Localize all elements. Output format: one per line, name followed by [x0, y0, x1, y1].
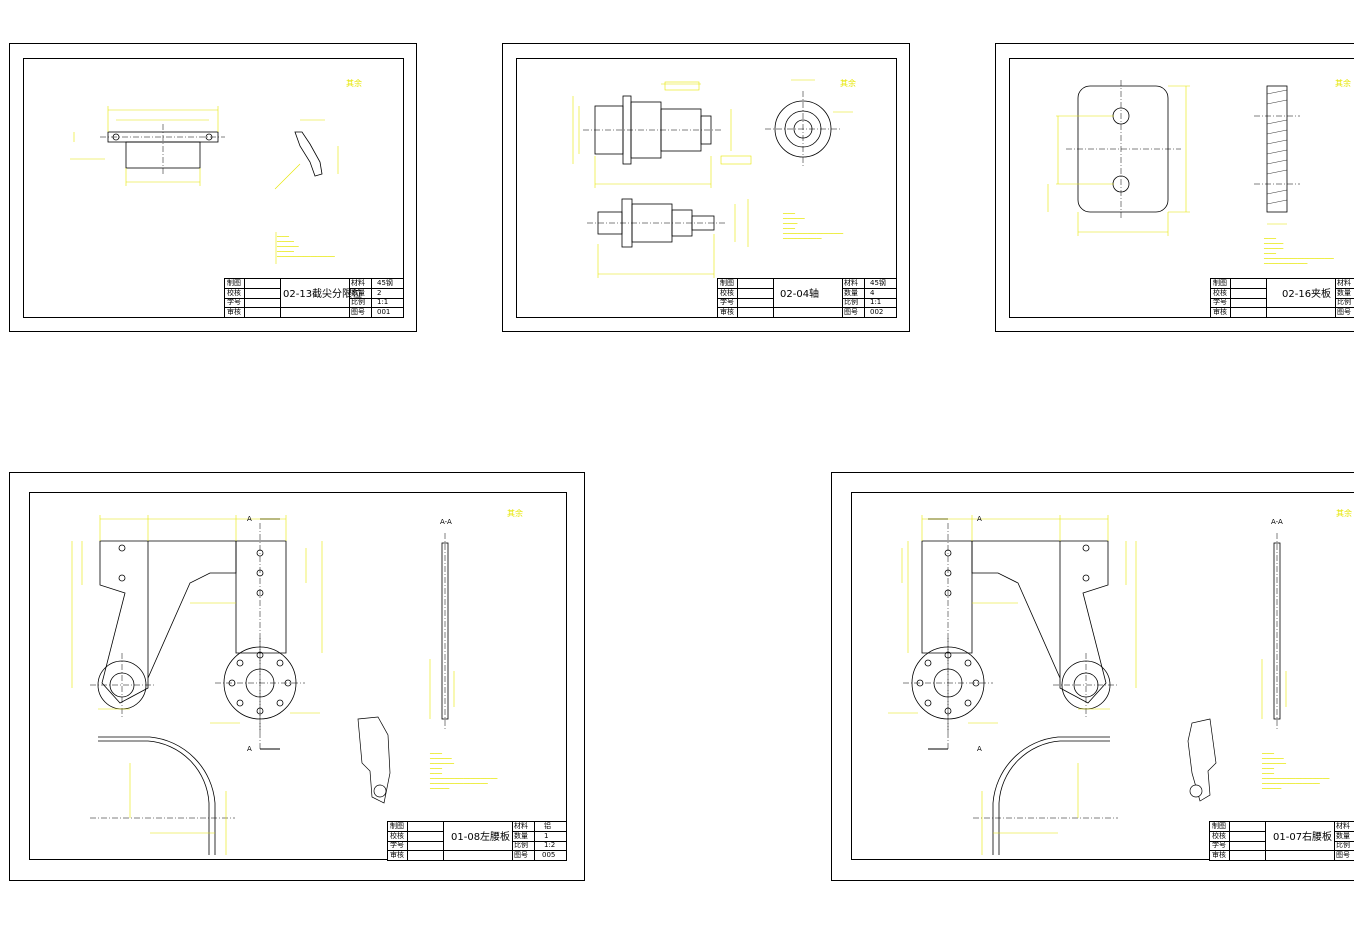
label-scale: 比例 — [514, 841, 528, 849]
value-qty: 4 — [870, 289, 875, 297]
cut-mark-top: A — [977, 515, 982, 523]
title-block: 制图 校核 学号 审核 01-07右腰板 材料 数量 比例 图号 — [1209, 821, 1354, 861]
value-number: 001 — [377, 308, 391, 316]
cut-mark-top: A — [247, 515, 252, 523]
label-qty: 数量 — [514, 832, 528, 840]
roughness-note: 其余 — [1336, 509, 1352, 518]
drawing-frame — [23, 58, 404, 318]
title-block: 制图 校核 学号 审核 02-16夹板 材料 数量 比例 图号 — [1210, 278, 1354, 318]
label-material: 材料 — [844, 279, 858, 287]
part-drawing-right-waist-plate — [888, 515, 1287, 855]
value-material: 铝 — [544, 822, 551, 830]
label-student: 学号 — [720, 298, 734, 306]
part-title: 02-13截尖分限位 — [283, 289, 363, 300]
tech-notes: ━━━━━━━━━━━━━━━━━━━━━━━━━━━━━━━━━━━━━━━━… — [430, 751, 498, 791]
label-number: 图号 — [351, 308, 365, 316]
label-student: 学号 — [227, 298, 241, 306]
title-block: 制图 校核 学号 审核 02-13截尖分限位 材料 45钢 数量 2 比例 1:… — [224, 278, 404, 318]
drawing-sheet-3[interactable]: 其余 ━━━━━━━━━━━━━━━━━━━━━━━━━━━━━━━━━━━━━… — [995, 43, 1354, 332]
label-review: 审核 — [1212, 851, 1226, 859]
drawing-sheet-2[interactable]: 其余 ━━━━━━━━━━━━━━━━━━━━━━━━━━━━━━━━━━━━━… — [502, 43, 910, 332]
label-review: 审核 — [390, 851, 404, 859]
drawing-frame — [29, 492, 567, 860]
label-number: 图号 — [844, 308, 858, 316]
part-title: 01-08左腰板 — [451, 832, 511, 843]
value-qty: 1 — [544, 832, 549, 840]
label-material: 材料 — [514, 822, 528, 830]
label-scale: 比例 — [844, 298, 858, 306]
cut-mark-bottom: A — [977, 745, 982, 753]
value-number: 005 — [542, 851, 556, 859]
tech-notes: ━━━━━━━━━━━━━━━━━━━━━━━━━━━━━━━━━━━━━━━━… — [1264, 236, 1334, 266]
label-number: 图号 — [1336, 851, 1350, 859]
drawing-sheet-1[interactable]: 其余 ━━━━━━━━━━━━━━━━━━━━━━━━━━━━━━━━━━━━━… — [9, 43, 417, 332]
cut-mark-bottom: A — [247, 745, 252, 753]
label-qty: 数量 — [844, 289, 858, 297]
drawing-frame — [516, 58, 897, 318]
tech-notes: ━━━━━━━━━━━━━━━━━━━━━━━━━━━━━━━━━━━━━━━━… — [783, 211, 844, 241]
tech-notes: ━━━━━━━━━━━━━━━━━━━━━━━━━━━━━━━━━━━━━━━━… — [277, 234, 335, 259]
drawing-sheet-4[interactable]: A-A A A 其余 ━━━━━━━━━━━━━━━━━━━━━━━━━━━━━… — [9, 472, 585, 881]
roughness-note: 其余 — [1335, 79, 1351, 88]
value-scale: 1:2 — [544, 841, 556, 849]
label-check: 校核 — [227, 289, 241, 297]
section-label: A-A — [440, 518, 452, 526]
label-drawn: 制图 — [227, 279, 241, 287]
part-drawing-limit-block — [70, 106, 339, 264]
label-drawn: 制图 — [390, 822, 404, 830]
drawing-frame — [851, 492, 1354, 860]
label-material: 材料 — [1337, 279, 1351, 287]
label-number: 图号 — [1337, 308, 1351, 316]
part-title: 02-04轴 — [780, 289, 820, 300]
value-number: 002 — [870, 308, 884, 316]
part-title: 02-16夹板 — [1282, 289, 1332, 300]
label-student: 学号 — [1213, 298, 1227, 306]
label-scale: 比例 — [1336, 841, 1350, 849]
label-number: 图号 — [514, 851, 528, 859]
roughness-note: 其余 — [346, 79, 362, 88]
section-label: A-A — [1271, 518, 1283, 526]
label-drawn: 制图 — [720, 279, 734, 287]
part-drawing-clamp-plate — [1047, 80, 1300, 236]
label-qty: 数量 — [1336, 832, 1350, 840]
label-student: 学号 — [1212, 841, 1226, 849]
title-block: 制图 校核 学号 审核 01-08左腰板 材料 铝 数量 1 比例 1:2 图号… — [387, 821, 567, 861]
tech-notes: ━━━━━━━━━━━━━━━━━━━━━━━━━━━━━━━━━━━━━━━━… — [1262, 751, 1330, 791]
value-scale: 1:1 — [377, 298, 389, 306]
value-material: 45钢 — [377, 279, 393, 287]
label-material: 材料 — [1336, 822, 1350, 830]
label-drawn: 制图 — [1212, 822, 1226, 830]
drawing-sheet-5[interactable]: A-A A A 其余 ━━━━━━━━━━━━━━━━━━━━━━━━━━━━━… — [831, 472, 1354, 881]
value-qty: 2 — [377, 289, 382, 297]
label-scale: 比例 — [1337, 298, 1351, 306]
label-check: 校核 — [1212, 832, 1226, 840]
roughness-note: 其余 — [840, 79, 856, 88]
label-material: 材料 — [351, 279, 365, 287]
drawing-frame — [1009, 58, 1354, 318]
label-scale: 比例 — [351, 298, 365, 306]
title-block: 制图 校核 学号 审核 02-04轴 材料 45钢 数量 4 比例 1:1 图号… — [717, 278, 897, 318]
label-check: 校核 — [720, 289, 734, 297]
label-check: 校核 — [390, 832, 404, 840]
part-drawing-shaft — [572, 79, 853, 278]
part-drawing-left-waist-plate — [71, 515, 455, 855]
part-title: 01-07右腰板 — [1273, 832, 1333, 843]
label-review: 审核 — [1213, 308, 1227, 316]
label-qty: 数量 — [351, 289, 365, 297]
roughness-note: 其余 — [507, 509, 523, 518]
label-qty: 数量 — [1337, 289, 1351, 297]
value-material: 45钢 — [870, 279, 886, 287]
label-student: 学号 — [390, 841, 404, 849]
label-check: 校核 — [1213, 289, 1227, 297]
value-scale: 1:1 — [870, 298, 882, 306]
label-review: 审核 — [720, 308, 734, 316]
label-drawn: 制图 — [1213, 279, 1227, 287]
label-review: 审核 — [227, 308, 241, 316]
